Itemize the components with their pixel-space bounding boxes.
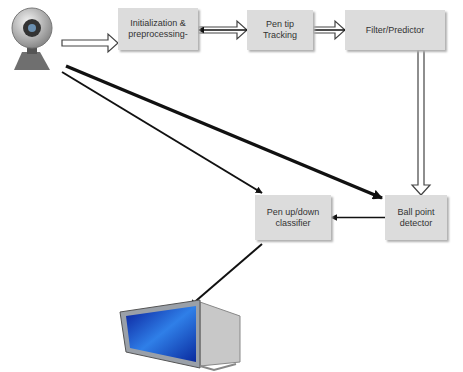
box-label: Initialization & preprocessing-: [123, 18, 193, 40]
process-box: Pen up/down classifier: [255, 195, 331, 240]
flow-arrow: [331, 217, 385, 218]
video-line: [62, 72, 262, 193]
process-box: Initialization & preprocessing-: [118, 8, 198, 50]
arrow-line: [331, 217, 385, 219]
process-box: Pen tip Tracking: [247, 10, 313, 50]
output-line: [190, 244, 262, 306]
box-label: Pen tip Tracking: [252, 19, 308, 41]
video-line: [66, 66, 382, 198]
process-box: Ball point detector: [385, 195, 447, 240]
hollow-arrow: [412, 50, 430, 195]
process-box: Filter/Predictor: [345, 10, 445, 50]
box-label: Filter/Predictor: [366, 25, 425, 36]
monitor-icon: [120, 300, 240, 370]
box-label: Ball point detector: [390, 207, 442, 229]
input-arrow: [62, 34, 118, 52]
webcam-icon: [12, 8, 52, 70]
flow-arrow: [412, 50, 430, 195]
box-label: Pen up/down classifier: [260, 207, 326, 229]
